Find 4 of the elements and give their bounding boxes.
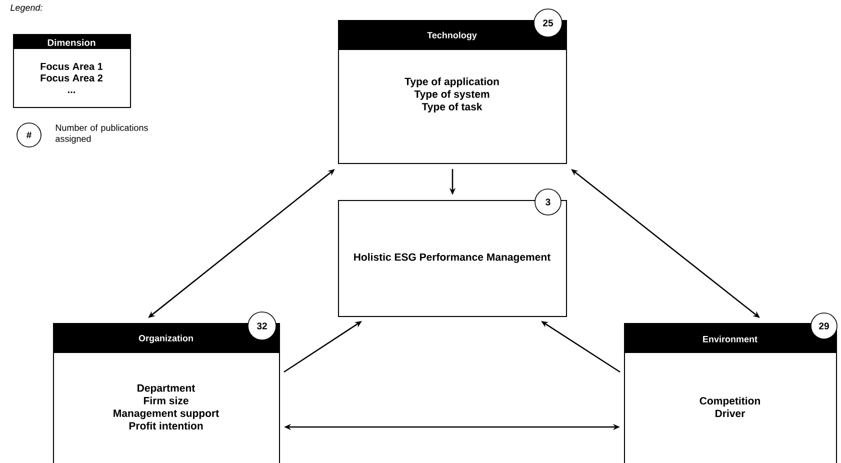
dimension-box: Dimension Focus Area 1 Focus Area 2 ... [13,34,131,108]
legend-title: Legend: [10,4,42,13]
node-label: 29 [819,322,829,330]
legend-text: Number of publications assigned [56,124,148,144]
